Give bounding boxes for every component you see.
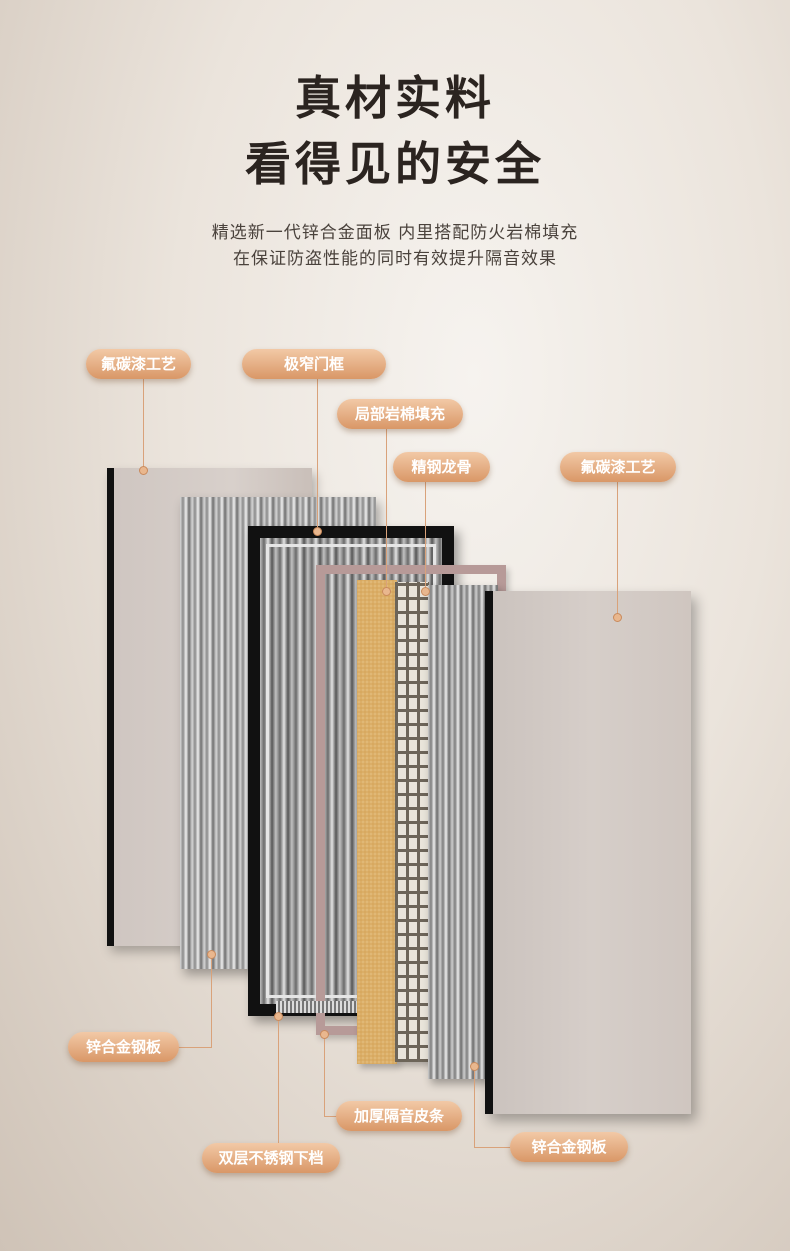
leader-dot — [320, 1030, 329, 1039]
label-fluorocarbon-right: 氟碳漆工艺 — [560, 452, 676, 482]
leader-line — [474, 1147, 510, 1148]
page-title: 真材实料 — [295, 71, 495, 125]
leader-dot — [139, 466, 148, 475]
leader-dot — [274, 1012, 283, 1021]
description-line-2: 在保证防盗性能的同时有效提升隔音效果 — [233, 249, 557, 269]
leader-line — [143, 379, 144, 471]
rock-wool-fill — [357, 580, 397, 1064]
label-zinc-panel-right: 锌合金钢板 — [510, 1132, 628, 1162]
label-rock-wool: 局部岩棉填充 — [337, 399, 463, 429]
leader-dot — [313, 527, 322, 536]
leader-dot — [382, 587, 391, 596]
leader-line — [278, 1016, 279, 1144]
leader-line — [474, 1066, 475, 1147]
description-line-1: 精选新一代锌合金面板 内里搭配防火岩棉填充 — [211, 223, 579, 243]
label-sound-strip: 加厚隔音皮条 — [336, 1101, 462, 1131]
leader-dot — [613, 613, 622, 622]
label-fluorocarbon-left: 氟碳漆工艺 — [86, 349, 191, 379]
steel-keel-grid — [395, 582, 429, 1062]
leader-dot — [470, 1062, 479, 1071]
leader-line — [425, 481, 426, 591]
leader-line — [178, 1047, 212, 1048]
label-narrow-frame: 极窄门框 — [242, 349, 386, 379]
leader-line — [617, 481, 618, 617]
fluorocarbon-front-panel — [485, 591, 691, 1114]
leader-line — [211, 954, 212, 1047]
label-steel-keel: 精钢龙骨 — [393, 452, 490, 482]
stainless-steel-bottom-bar — [276, 1001, 358, 1013]
leader-dot — [421, 587, 430, 596]
leader-line — [324, 1034, 325, 1116]
leader-line — [386, 429, 387, 591]
leader-line — [324, 1116, 340, 1117]
page-subtitle-title: 看得见的安全 — [245, 137, 545, 191]
leader-line — [317, 379, 318, 531]
label-stainless-bar: 双层不锈钢下档 — [202, 1143, 340, 1173]
label-zinc-panel-left: 锌合金钢板 — [68, 1032, 179, 1062]
leader-dot — [207, 950, 216, 959]
